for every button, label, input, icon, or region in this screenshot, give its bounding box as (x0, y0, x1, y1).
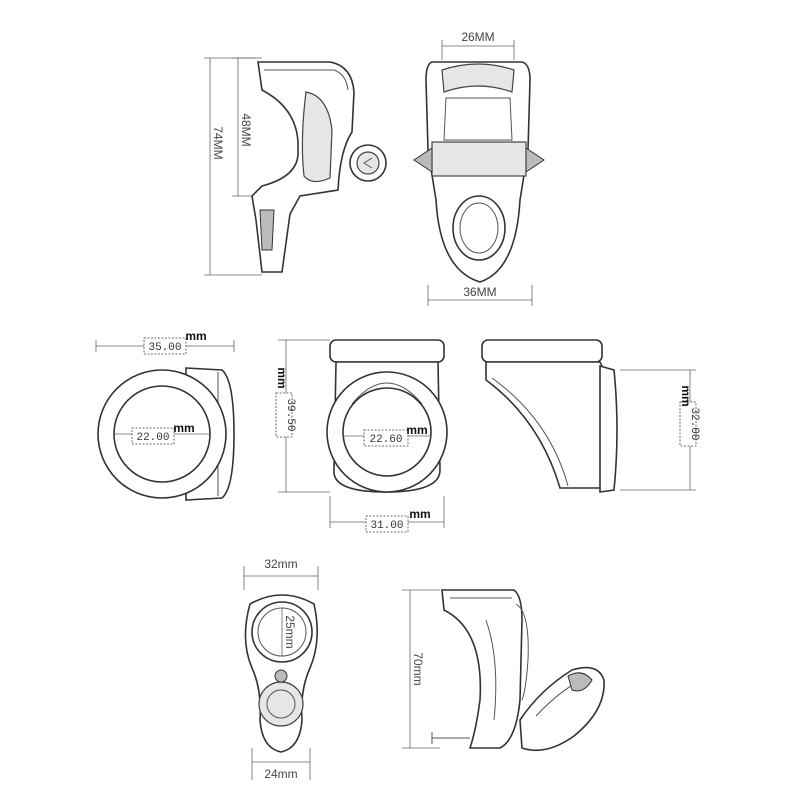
mid-right-view: 32.00 mm (481, 339, 700, 493)
inner-22-value: 22.00 (136, 432, 169, 444)
top-front-view: 26MM 36MM (413, 30, 545, 306)
inner-22-60-unit: mm (406, 423, 427, 437)
height-32-unit: mm (679, 385, 693, 406)
width-35-unit: mm (185, 329, 206, 343)
mid-center-view: 39.50 mm 22.60 mm 31.00 mm (275, 339, 448, 533)
height-39-value: 39.50 (284, 398, 296, 431)
height-48-label: 48MM (239, 113, 253, 146)
mid-left-view: 35.00 mm 22.00 mm (95, 329, 235, 501)
height-39-unit: mm (275, 367, 289, 388)
height-32-value: 32.00 (688, 407, 700, 440)
bottom-side-view: 70mm (402, 589, 605, 752)
width-31-unit: mm (409, 507, 430, 521)
width-36-label: 36MM (463, 285, 496, 299)
width-31-value: 31.00 (370, 520, 403, 532)
height-74-label: 74MM (211, 126, 225, 159)
width-26-label: 26MM (461, 30, 494, 44)
width-24mm-label: 24mm (264, 767, 297, 781)
ring-25mm-label: 25mm (283, 615, 297, 648)
bottom-front-view: 32mm 25mm 24mm (243, 557, 319, 781)
width-32mm-label: 32mm (264, 557, 297, 571)
height-70mm-label: 70mm (411, 652, 425, 685)
inner-22-unit: mm (173, 421, 194, 435)
width-35-value: 35.00 (148, 342, 181, 354)
inner-22-60-value: 22.60 (369, 434, 402, 446)
top-side-view: 74MM 48MM (204, 57, 387, 276)
